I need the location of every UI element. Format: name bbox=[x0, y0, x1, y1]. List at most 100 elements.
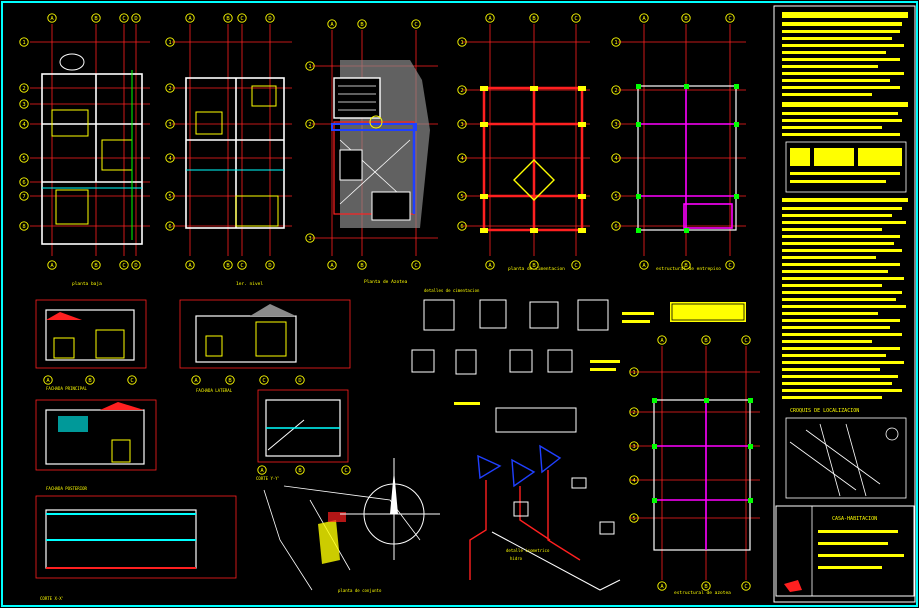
label-detalle-sub: hidro bbox=[510, 556, 523, 561]
label-croquis: CROQUIS DE LOCALIZACION bbox=[790, 408, 859, 414]
axis-bubble bbox=[305, 119, 315, 129]
axis-bubble bbox=[19, 83, 29, 93]
axis-bubble-label: 5 bbox=[632, 516, 635, 522]
axis-bubble bbox=[19, 153, 29, 163]
axis-bubble bbox=[165, 119, 175, 129]
axis-bubble-label: 6 bbox=[614, 224, 617, 230]
axis-bubble bbox=[47, 260, 57, 270]
elevation-fachada-principal: FACHADA PRINCIPAL bbox=[35, 299, 147, 391]
axis-bubble-label: 3 bbox=[168, 122, 171, 128]
axis-bubble bbox=[571, 260, 581, 270]
axis-bubble-label: A bbox=[488, 16, 492, 22]
axis-bubble bbox=[639, 260, 649, 270]
plan-planta-baja: planta baja bbox=[30, 24, 150, 287]
axis-bubble bbox=[185, 13, 195, 23]
axis-bubble-label: 2 bbox=[460, 88, 463, 94]
axis-bubble-label: 5 bbox=[614, 194, 617, 200]
axis-bubble-label: C bbox=[122, 16, 125, 22]
axis-bubble-label: 3 bbox=[22, 102, 25, 108]
axis-bubble-label: A bbox=[642, 263, 646, 269]
axis-bubble bbox=[701, 581, 711, 591]
axis-bubble bbox=[165, 153, 175, 163]
axis-bubble bbox=[225, 375, 235, 385]
axis-bubble bbox=[611, 153, 621, 163]
axis-bubble-label: B bbox=[94, 263, 98, 269]
axis-bubble-label: C bbox=[574, 263, 577, 269]
label-fachada-lateral: FACHADA LATERAL bbox=[196, 388, 233, 393]
axis-bubble-label: 2 bbox=[168, 86, 171, 92]
axis-bubble bbox=[457, 221, 467, 231]
axis-bubble-label: B bbox=[298, 468, 302, 474]
label-detalle-isometrico: detalle isometrico bbox=[506, 548, 550, 553]
label-planta-azotea: Planta de Azotea bbox=[364, 279, 408, 285]
axis-bubble-label: 2 bbox=[22, 86, 25, 92]
axis-bubble bbox=[611, 85, 621, 95]
axis-bubble bbox=[85, 375, 95, 385]
axis-bubble-label: C bbox=[728, 16, 731, 22]
axis-bubble-label: B bbox=[228, 378, 232, 384]
axis-bubble-label: B bbox=[88, 378, 92, 384]
label-planta-conjunto: planta de conjunto bbox=[338, 588, 382, 593]
axis-bubble bbox=[259, 375, 269, 385]
axis-bubble bbox=[295, 375, 305, 385]
axis-bubble-label: A bbox=[194, 378, 198, 384]
axis-bubble bbox=[629, 513, 639, 523]
axis-bubble bbox=[357, 260, 367, 270]
axis-bubble bbox=[131, 260, 141, 270]
axis-bubble-label: A bbox=[642, 16, 646, 22]
axis-bubble-label: 2 bbox=[308, 122, 311, 128]
axis-bubble bbox=[611, 221, 621, 231]
axis-bubble bbox=[457, 153, 467, 163]
axis-bubble bbox=[457, 191, 467, 201]
label-cimentacion: planta de cimentacion bbox=[508, 266, 565, 272]
axis-bubble bbox=[629, 367, 639, 377]
label-corte-x: CORTE X-X' bbox=[40, 596, 64, 601]
axis-bubble-label: D bbox=[134, 16, 137, 22]
axis-bubble bbox=[305, 61, 315, 71]
axis-bubble bbox=[681, 13, 691, 23]
axis-bubble bbox=[47, 13, 57, 23]
axis-bubble-label: 3 bbox=[632, 444, 635, 450]
axis-bubble bbox=[19, 99, 29, 109]
axis-bubble-label: 1 bbox=[460, 40, 463, 46]
axis-bubble-label: A bbox=[50, 16, 54, 22]
axis-bubble-label: 3 bbox=[308, 236, 311, 242]
axis-bubble bbox=[657, 335, 667, 345]
axis-bubble-label: B bbox=[684, 263, 688, 269]
axis-bubble-label: D bbox=[268, 263, 271, 269]
axis-bubble-label: C bbox=[130, 378, 133, 384]
axis-bubble bbox=[165, 37, 175, 47]
axis-bubble-label: A bbox=[330, 22, 334, 28]
label-fachada-principal: FACHADA PRINCIPAL bbox=[46, 386, 88, 391]
axis-bubble-label: 3 bbox=[460, 122, 463, 128]
axis-bubble bbox=[327, 260, 337, 270]
plan-estructural-entrepiso: estructural de entrepiso bbox=[618, 24, 746, 272]
axis-bubble bbox=[485, 260, 495, 270]
axis-bubble-label: B bbox=[360, 22, 364, 28]
axis-bubble-label: A bbox=[330, 263, 334, 269]
label-planta-baja: planta baja bbox=[72, 281, 102, 287]
axis-bubble bbox=[237, 13, 247, 23]
axis-bubble-label: A bbox=[188, 263, 192, 269]
axis-bubble-label: B bbox=[532, 16, 536, 22]
axis-bubble-label: 4 bbox=[22, 122, 26, 128]
axis-bubble-label: B bbox=[684, 16, 688, 22]
axis-bubble-label: B bbox=[360, 263, 364, 269]
axis-bubble-label: C bbox=[262, 378, 265, 384]
axis-bubble bbox=[165, 191, 175, 201]
axis-bubble bbox=[119, 260, 129, 270]
axis-bubble bbox=[657, 581, 667, 591]
axis-bubble-label: 1 bbox=[308, 64, 311, 70]
axis-bubble bbox=[43, 375, 53, 385]
axis-bubble bbox=[741, 335, 751, 345]
axis-bubble bbox=[127, 375, 137, 385]
axis-bubble-label: 5 bbox=[460, 194, 463, 200]
axis-bubble bbox=[457, 37, 467, 47]
axis-bubble-label: D bbox=[134, 263, 137, 269]
axis-bubble bbox=[725, 260, 735, 270]
north-arrow-icon bbox=[885, 427, 899, 441]
axis-bubble-label: C bbox=[574, 16, 577, 22]
axis-bubble-label: C bbox=[122, 263, 125, 269]
